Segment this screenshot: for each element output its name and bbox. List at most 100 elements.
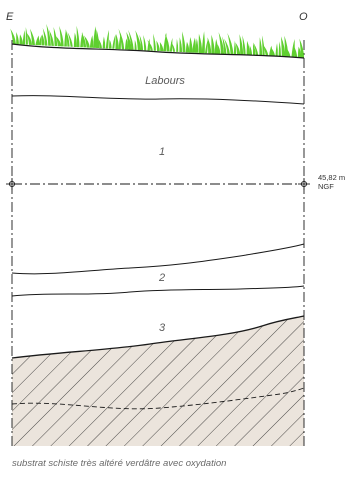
substrate-caption: substrat schiste très altéré verdâtre av… <box>12 458 227 469</box>
grass-blade <box>159 41 164 52</box>
grass-blade <box>280 36 286 57</box>
grass-blade <box>48 29 54 46</box>
grass-blade <box>134 39 137 50</box>
grass-blade <box>297 46 302 58</box>
grass-blade <box>246 40 251 56</box>
grass-blade <box>242 35 246 56</box>
grass-blade <box>73 32 77 47</box>
substrate-zone <box>12 316 304 446</box>
reference-marker-left <box>6 178 18 190</box>
grass-blade <box>115 34 119 49</box>
layer-label-1: 1 <box>159 146 165 158</box>
grass-blade <box>10 28 16 45</box>
grass-blade <box>25 27 28 45</box>
grass-blade <box>239 34 244 55</box>
reference-level-value: 45,82 m <box>318 173 345 182</box>
grass-blade <box>169 37 173 52</box>
grass-blade <box>135 30 142 51</box>
boundary-labours-1 <box>11 95 305 105</box>
grass-blade <box>65 29 70 47</box>
grass-blade <box>205 38 209 54</box>
grass-blade <box>102 36 106 49</box>
grass-blade <box>55 36 62 47</box>
grass-blade <box>80 31 84 48</box>
grass-blade <box>278 41 281 57</box>
grass-blade <box>198 33 203 53</box>
grass-blade <box>59 25 64 47</box>
grass-blade <box>46 23 51 46</box>
grass-blade <box>67 31 73 47</box>
grass-blade <box>38 34 42 46</box>
side-label-east: E <box>6 11 14 23</box>
layer-label-labours: Labours <box>145 75 185 87</box>
layer-label-3: 3 <box>159 322 166 334</box>
grass-blade <box>192 37 196 53</box>
boundary-3-substrate <box>11 315 305 359</box>
grass-blade <box>182 31 186 53</box>
grass-blade <box>153 33 156 51</box>
grass-blade <box>76 25 80 48</box>
grass-blade <box>41 33 45 46</box>
grass-blade <box>235 42 241 55</box>
grass-blade <box>84 35 90 48</box>
grass-blade <box>218 32 225 55</box>
grass-blade <box>81 32 87 48</box>
grass-blade <box>270 47 276 57</box>
grass-blade <box>185 41 190 53</box>
boundary-2-3 <box>11 285 305 297</box>
grass-blade <box>16 32 19 45</box>
grass-blade <box>214 38 219 54</box>
grass-blade <box>224 38 230 55</box>
side-label-west: O <box>299 11 308 23</box>
grass-blade <box>139 34 144 51</box>
grass-blade <box>217 44 221 54</box>
grass-blade <box>195 38 199 53</box>
grass-blade <box>112 34 116 49</box>
grass-blade <box>249 45 253 56</box>
grass-blade <box>105 29 109 49</box>
grass-blade <box>53 26 58 47</box>
grass-blade <box>93 26 97 48</box>
grass-blade <box>222 36 227 55</box>
grass-surface <box>10 23 305 58</box>
grass-blade <box>118 34 121 50</box>
grass-blade <box>19 34 23 45</box>
grass-blade <box>89 35 94 48</box>
grass-blade <box>98 38 102 49</box>
ground-surface-line <box>11 43 305 59</box>
layer-label-2: 2 <box>158 272 165 284</box>
grass-blade <box>35 35 40 46</box>
grass-blade <box>42 27 48 46</box>
grass-blade <box>128 29 134 50</box>
grass-blade <box>285 47 291 58</box>
grass-blade <box>170 41 176 52</box>
grass-blade <box>207 37 212 54</box>
grass-blade <box>96 29 100 49</box>
grass-blade <box>179 37 183 53</box>
grass-blade <box>125 38 129 50</box>
grass-blade <box>143 34 147 51</box>
grass-blade <box>176 38 179 52</box>
grass-blade <box>211 34 215 54</box>
reference-level-unit: NGF <box>318 182 334 191</box>
grass-blade <box>22 30 26 45</box>
grass-blade <box>291 38 295 58</box>
grass-blade <box>201 31 205 54</box>
boundary-1-2 <box>11 243 305 275</box>
grass-blade <box>156 40 160 51</box>
grass-blade <box>109 39 112 49</box>
grass-blade <box>26 32 33 45</box>
grass-blade <box>126 31 132 50</box>
grass-blade <box>299 38 305 58</box>
grass-blade <box>189 37 193 53</box>
grass-blade <box>29 28 35 45</box>
grass-blade <box>259 37 263 56</box>
grass-blade <box>253 42 259 56</box>
grass-blade <box>227 33 234 55</box>
grass-blade <box>118 28 125 50</box>
reference-marker-right <box>298 178 310 190</box>
grass-blade <box>275 43 278 57</box>
grass-blade <box>262 44 269 57</box>
grass-blade <box>147 38 151 51</box>
